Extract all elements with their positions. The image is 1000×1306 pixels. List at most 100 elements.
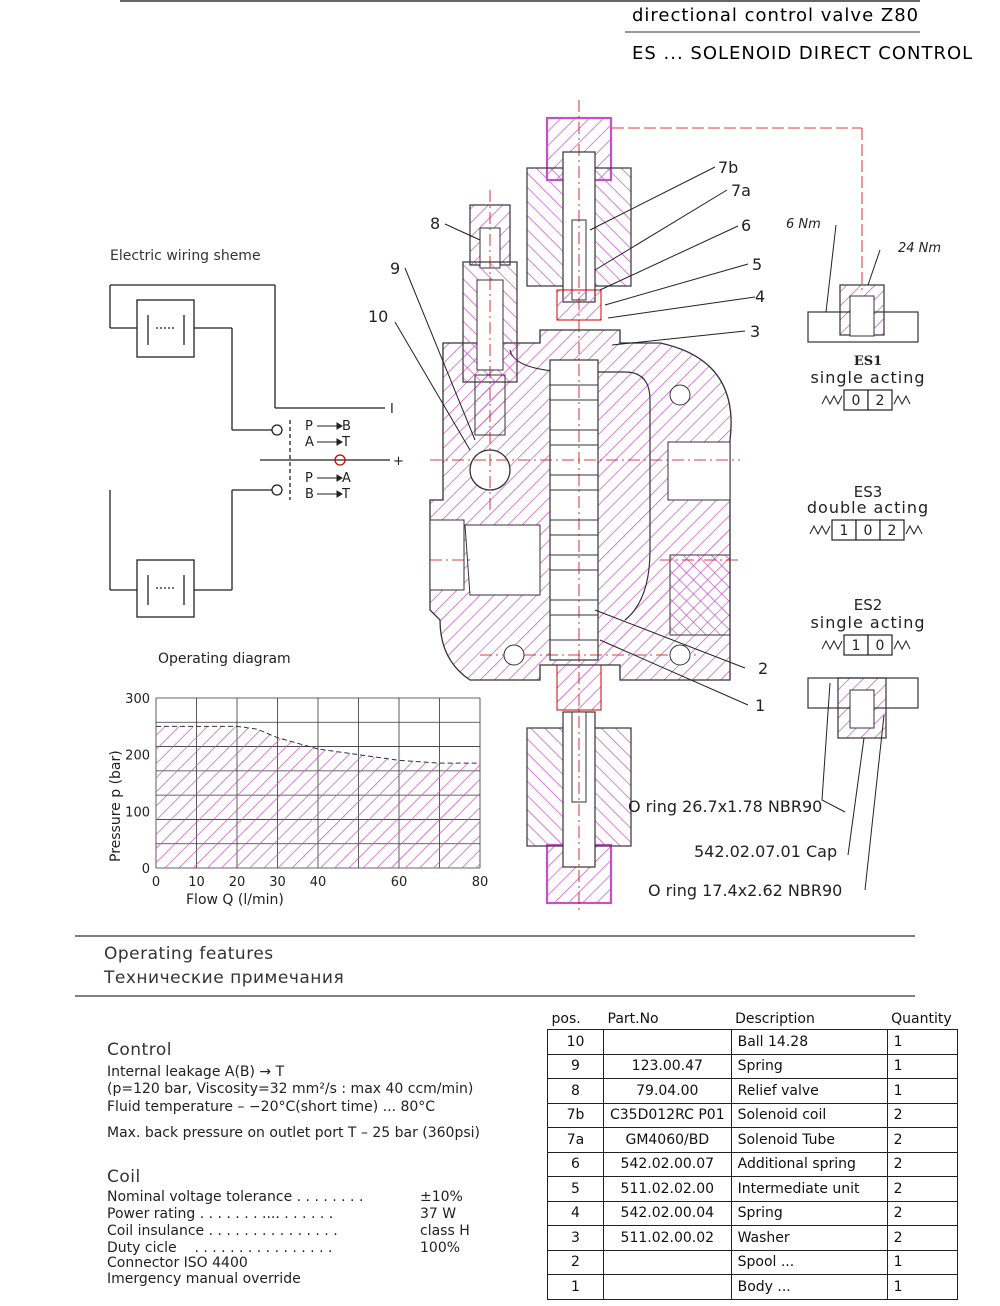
variant-cell [867,634,893,656]
variant-cell-label: 2 [888,523,897,539]
part-quantity: 1 [886,1029,958,1055]
col-quantity: Quantity [887,1009,958,1030]
callout-7a: 7a [731,181,751,200]
variant-code: ES2 [854,596,883,614]
variant-mode: single acting [810,368,925,387]
wiring-label-a2: A [342,471,351,486]
es1-detail [807,224,919,343]
torque-6nm: 6 Nm [786,217,821,232]
part-pos: 10 [547,1029,604,1055]
chart-x-tick: 60 [391,875,408,890]
seal-label-2: 542.02.07.01 Cap [694,842,837,861]
variant-code: ES1 [854,354,882,369]
part-quantity: 1 [886,1249,958,1275]
coil-override: Imergency manual override [107,1271,301,1287]
callout-10: 10 [368,307,388,326]
col-partno: Part.No [603,1009,732,1030]
part-number: C35D012RC P01 [603,1102,732,1128]
control-leakage-cond: (p=120 bar, Viscosity=32 mm²/s : max 40 … [107,1081,474,1097]
part-number [603,1274,732,1300]
variant-cell-label: 2 [876,393,885,409]
chart-series-line [156,725,480,764]
callout-7b: 7b [718,158,738,177]
spring-symbol [821,639,843,651]
chart-y-tick: 200 [125,749,150,764]
part-quantity: 1 [886,1053,958,1079]
part-number: 79.04.00 [603,1078,732,1104]
wiring-label-p1: P [305,419,313,434]
wiring-title: Electric wiring sheme [110,248,261,264]
part-pos: 7b [547,1102,604,1128]
control-fluid-temp: Fluid temperature – −20°C(short time) ..… [107,1099,436,1115]
drawing-subtitle: ES ... SOLENOID DIRECT CONTROL [632,43,973,64]
part-number: 542.02.00.04 [603,1200,732,1226]
solenoid-symbol [893,394,911,406]
part-number [603,1029,732,1055]
callout-1: 1 [755,696,765,715]
variant-mode: single acting [810,613,925,632]
part-quantity: 1 [886,1274,958,1300]
control-title: Control [107,1040,172,1060]
chart-x-tick: 40 [310,875,327,890]
part-quantity: 2 [886,1176,958,1202]
part-number [603,1249,732,1275]
callout-leaders [394,166,756,706]
features-title-ru: Технические примечания [104,968,345,988]
variant-cell-label: 0 [876,638,885,654]
part-description: Spring [730,1200,888,1226]
chart-y-tick: 100 [125,805,150,820]
part-number: 542.02.00.07 [603,1151,732,1177]
callout-8: 8 [430,214,440,233]
col-description: Description [731,1009,888,1030]
chart-y-tick: 300 [125,692,150,707]
part-description: Solenoid coil [730,1102,888,1128]
variant-cell [867,389,893,411]
part-description: Intermediate unit [730,1176,888,1202]
wiring-scheme [109,284,390,618]
part-quantity: 2 [886,1102,958,1128]
variant-mode: double acting [807,498,929,517]
wiring-term-i: I [390,402,394,417]
coil-spec-value: 100% [420,1240,461,1256]
chart-area-fill [156,726,480,868]
part-description: Spool ... [730,1249,888,1275]
parts-table: pos. Part.No Description Quantity 10 Ball… [547,1009,958,1300]
chart-x-label: Flow Q (l/min) [186,892,284,908]
callout-5: 5 [752,255,762,274]
part-description: Body ... [730,1274,888,1300]
coil-spec-value: class H [420,1223,470,1239]
drawing-title: directional control valve Z80 [632,5,919,26]
part-pos: 4 [547,1200,604,1226]
coil-connector: Connector ISO 4400 [107,1255,248,1271]
part-description: Ball 14.28 [730,1029,888,1055]
col-pos: pos. [547,1009,604,1030]
part-quantity: 2 [886,1200,958,1226]
part-pos: 9 [547,1053,604,1079]
part-pos: 5 [547,1176,604,1202]
variant-cell-label: 1 [840,523,849,539]
callout-4: 4 [755,287,765,306]
callout-9: 9 [390,259,400,278]
part-description: Spring [730,1053,888,1079]
solenoid-symbol [893,639,911,651]
coil-spec-label: Nominal voltage tolerance . . . . . . . … [107,1189,364,1205]
chart-x-tick: 20 [229,875,246,890]
features-title-en: Operating features [104,944,274,964]
part-description: Additional spring [730,1151,888,1177]
coil-spec-label: Coil insulance . . . . . . . . . . . . .… [107,1223,338,1239]
part-description: Solenoid Tube [730,1127,888,1153]
solenoid-symbol [905,524,923,536]
part-quantity: 1 [886,1078,958,1104]
part-pos: 6 [547,1151,604,1177]
coil-spec-value: 37 W [420,1206,457,1222]
wiring-term-plus: + [393,454,404,469]
header-frame [120,0,920,33]
